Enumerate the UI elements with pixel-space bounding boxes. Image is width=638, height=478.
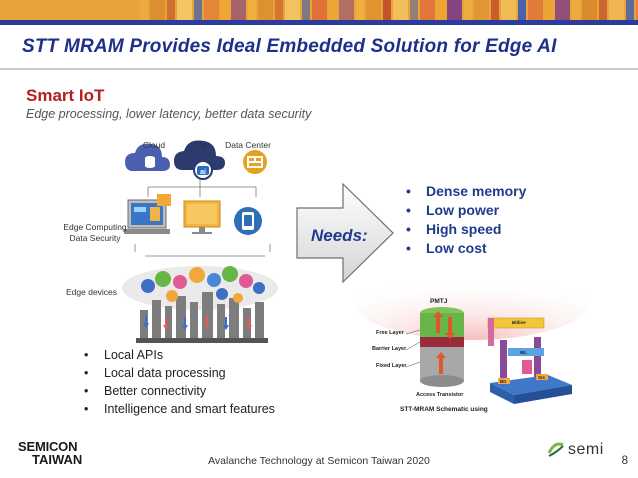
banner-block (599, 0, 607, 20)
banner-block (626, 0, 634, 20)
data-center-label: Data Center (225, 140, 271, 150)
banner-block (518, 0, 526, 20)
semi-swirl-icon (547, 442, 564, 457)
source-label: Src (538, 375, 546, 380)
needs-list: Dense memory Low power High speed Low co… (400, 182, 526, 258)
needs-item: Dense memory (400, 182, 526, 201)
banner-block (285, 0, 300, 20)
banner-block (356, 0, 364, 20)
access-transistor-label: Access Transistor (416, 392, 464, 398)
header-banner (0, 0, 638, 20)
banner-block (204, 0, 219, 20)
needs-item: Low power (400, 201, 526, 220)
section-tagline: Edge processing, lower latency, better d… (26, 107, 312, 121)
banner-block (447, 0, 462, 20)
pmtj-label: PMTJ (430, 298, 448, 305)
banner-block (545, 0, 553, 20)
local-feature-item: Local APIs (78, 346, 275, 364)
semicon-taiwan-logo: SEMICON TAIWAN (18, 439, 83, 467)
tablet-icon (234, 207, 262, 235)
banner-block (528, 0, 543, 20)
semi-logo: semi (546, 440, 603, 465)
needs-item: High speed (400, 220, 526, 239)
banner-block (636, 0, 638, 20)
local-feature-item: Better connectivity (78, 382, 275, 400)
banner-block (572, 0, 580, 20)
bitline-label: Bitline (512, 320, 526, 325)
footer-event-text: Avalanche Technology at Semicon Taiwan 2… (208, 455, 430, 467)
banner-block (383, 0, 391, 20)
edge-computing-label: Edge Computing Data Security (63, 222, 127, 243)
banner-block (420, 0, 435, 20)
wl-label: WL (520, 350, 527, 355)
banner-block (491, 0, 499, 20)
slide-title: STT MRAM Provides Ideal Embedded Solutio… (22, 36, 557, 57)
pmtj-schematic-icon (405, 307, 572, 404)
banner-block (177, 0, 192, 20)
banner-block (194, 0, 202, 20)
banner-block (366, 0, 381, 20)
smart-city-icon (122, 266, 278, 343)
local-features-list: Local APIs Local data processing Better … (78, 346, 275, 418)
banner-block (339, 0, 354, 20)
needs-label: Needs: (311, 226, 368, 245)
banner-block (555, 0, 570, 20)
laptop-icon (124, 194, 171, 234)
monitor-icon (183, 200, 221, 234)
barrier-layer-label: Barrier Layer (372, 346, 407, 352)
banner-block (140, 0, 148, 20)
banner-block (221, 0, 229, 20)
cloud-label: Cloud (142, 140, 166, 150)
banner-block (312, 0, 327, 20)
banner-block (231, 0, 246, 20)
needs-item: Low cost (400, 239, 526, 258)
free-layer-label: Free Layer (376, 330, 404, 336)
schematic-glow (352, 260, 592, 340)
data-center-icon (243, 150, 267, 174)
header-accent-line (0, 20, 638, 25)
banner-block (609, 0, 624, 20)
banner-block (258, 0, 273, 20)
banner-block (275, 0, 283, 20)
fixed-layer-label: Fixed Layer (376, 363, 407, 369)
banner-block (582, 0, 597, 20)
schematic-caption: STT-MRAM Schematic using (400, 406, 488, 413)
page-number: 8 (621, 455, 628, 467)
banner-block (501, 0, 516, 20)
svg-text:ai: ai (200, 169, 206, 176)
banner-block (302, 0, 310, 20)
title-divider (0, 68, 638, 70)
banner-block (167, 0, 175, 20)
banner-block (393, 0, 408, 20)
banner-block (410, 0, 418, 20)
ai-label: AI (197, 140, 207, 150)
local-feature-item: Local data processing (78, 364, 275, 382)
banner-block (474, 0, 489, 20)
banner-block (150, 0, 165, 20)
banner-block (248, 0, 256, 20)
banner-block (329, 0, 337, 20)
banner-block (464, 0, 472, 20)
bl-label: Bit (500, 379, 506, 384)
local-feature-item: Intelligence and smart features (78, 400, 275, 418)
section-heading: Smart IoT (26, 86, 105, 105)
edge-devices-label: Edge devices (66, 287, 118, 297)
banner-block (437, 0, 445, 20)
